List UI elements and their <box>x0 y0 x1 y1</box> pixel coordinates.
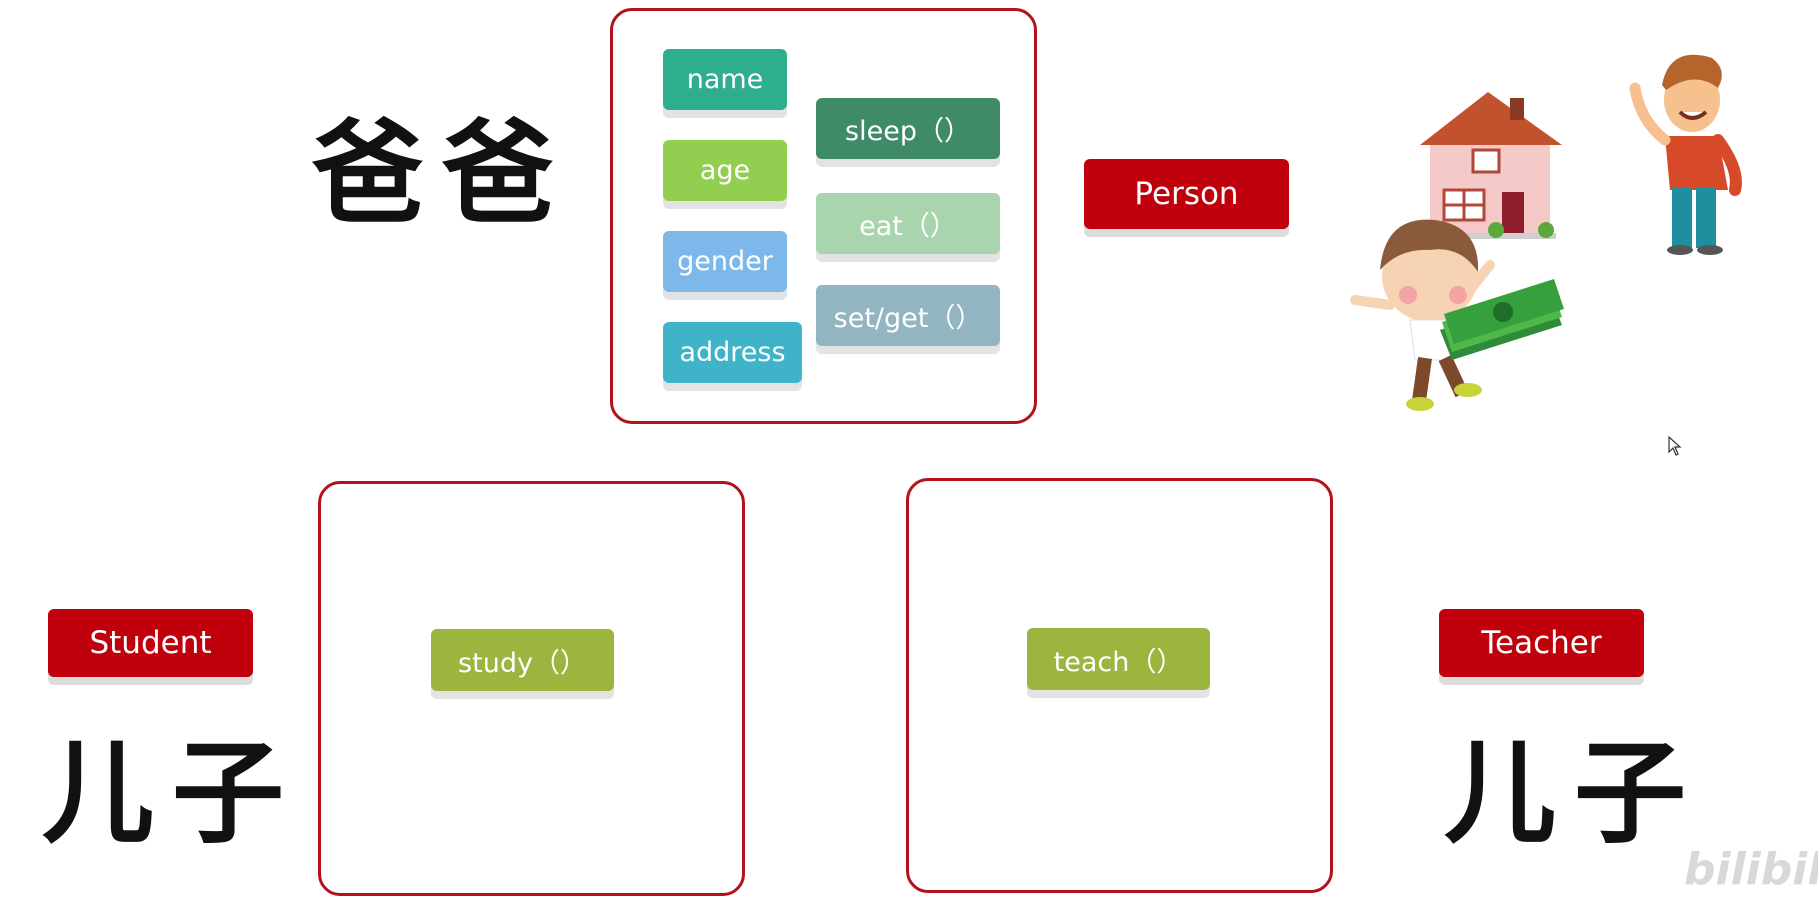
method-study: study（） <box>431 629 614 691</box>
teacher-members-panel: teach（） <box>906 478 1333 893</box>
method-teach: teach（） <box>1027 628 1210 690</box>
house-icon <box>1420 92 1562 239</box>
mouse-cursor-icon <box>1668 436 1682 456</box>
man-icon <box>1629 54 1742 255</box>
person-members-panel: name age gender address sleep（） eat（） se… <box>610 8 1037 424</box>
person-class-label: Person <box>1084 159 1289 229</box>
attribute-gender: gender <box>663 231 787 292</box>
family-illustration <box>1350 54 1742 411</box>
student-members-panel: study（） <box>318 481 745 896</box>
student-class-label: Student <box>48 609 253 677</box>
boy-icon <box>1350 219 1495 411</box>
bilibili-watermark: bilibili <box>1684 844 1818 895</box>
attribute-address: address <box>663 322 802 383</box>
father-text: 爸爸 <box>312 109 572 239</box>
attribute-name: name <box>663 49 787 110</box>
money-stack-icon <box>1440 279 1564 360</box>
son-text-right: 儿子 <box>1444 729 1704 859</box>
method-eat: eat（） <box>816 193 1000 254</box>
teacher-class-label: Teacher <box>1439 609 1644 677</box>
method-set-get: set/get（） <box>816 285 1000 346</box>
method-sleep: sleep（） <box>816 98 1000 159</box>
attribute-age: age <box>663 140 787 201</box>
son-text-left: 儿子 <box>42 729 302 859</box>
